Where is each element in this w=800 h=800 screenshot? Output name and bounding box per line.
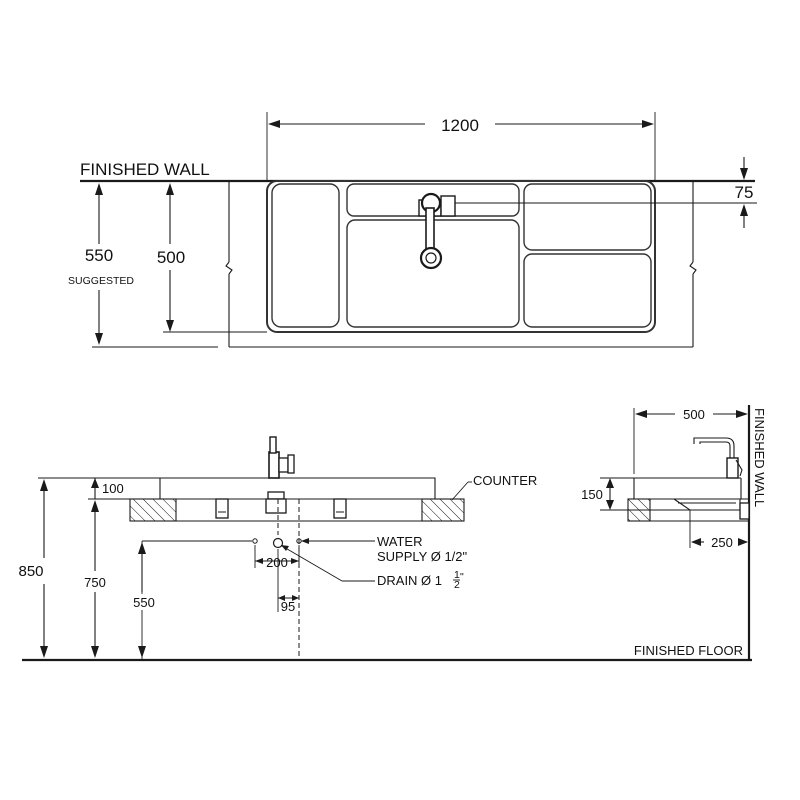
side-finished-wall-label: FINISHED WALL xyxy=(752,408,767,507)
basin-top-right-compartment xyxy=(523,183,652,251)
water-supply-label-line1: WATER xyxy=(377,534,423,549)
front-view: FINISHED FLOOR COUNTER xyxy=(18,405,752,662)
dim-250-label: 250 xyxy=(711,535,733,550)
dim-850-label: 850 xyxy=(18,563,43,580)
dim-850: 850 xyxy=(18,479,48,658)
dim-95-label: 95 xyxy=(281,599,295,614)
dim-750-label: 750 xyxy=(84,575,106,590)
dim-250: 250 xyxy=(689,510,748,550)
dim-500-plan: 500 xyxy=(157,183,267,333)
counter-label: COUNTER xyxy=(473,473,537,488)
top-view: FINISHED WALL xyxy=(68,112,757,348)
basin-left-compartment xyxy=(271,183,340,328)
counter-plan-outline xyxy=(225,181,697,348)
dim-1200-label: 1200 xyxy=(441,116,479,135)
counter-front xyxy=(129,477,465,522)
side-view: FINISHED WALL 500 150 250 xyxy=(581,407,767,550)
dim-150: 150 xyxy=(581,477,690,511)
dim-500-plan-label: 500 xyxy=(157,248,185,267)
faucet-side-icon xyxy=(693,437,743,479)
dim-550-suggested: 550 SUGGESTED xyxy=(68,183,218,348)
dim-550-label: 550 xyxy=(85,246,113,265)
basin-bottom-right-compartment xyxy=(523,253,652,328)
dim-100-label: 100 xyxy=(102,481,124,496)
dim-100: 100 xyxy=(91,478,124,499)
supply-drain-points xyxy=(141,499,302,660)
dim-200: 200 xyxy=(255,555,299,570)
drain-point-icon xyxy=(272,537,284,549)
dim-75-label: 75 xyxy=(735,183,754,202)
suggested-label: SUGGESTED xyxy=(68,275,134,287)
finished-floor-label: FINISHED FLOOR xyxy=(634,643,743,658)
drain-fraction-suffix: " xyxy=(460,571,464,583)
faucet-front-icon xyxy=(268,436,295,479)
faucet-plan-icon xyxy=(418,192,456,270)
dim-500-side-label: 500 xyxy=(683,407,705,422)
drain-label: DRAIN Ø 1 xyxy=(377,573,442,588)
drain-fraction-num: 1 xyxy=(454,569,460,581)
dim-95: 95 xyxy=(278,595,299,614)
finished-wall-label: FINISHED WALL xyxy=(80,160,210,179)
dim-1200: 1200 xyxy=(266,112,656,181)
dim-750: 750 xyxy=(84,500,106,658)
drain-fraction-den: 2 xyxy=(454,579,460,591)
supply-left-icon xyxy=(252,538,258,544)
dim-75: 75 xyxy=(455,157,757,228)
side-drain-pipe xyxy=(672,498,741,511)
dim-550-supply: 550 xyxy=(125,542,161,658)
dim-200-label: 200 xyxy=(266,555,288,570)
dim-500-side: 500 xyxy=(633,407,748,474)
dim-150-label: 150 xyxy=(581,487,603,502)
dim-550-supply-label: 550 xyxy=(133,595,155,610)
water-supply-label-line2: SUPPLY Ø 1/2" xyxy=(377,549,468,564)
